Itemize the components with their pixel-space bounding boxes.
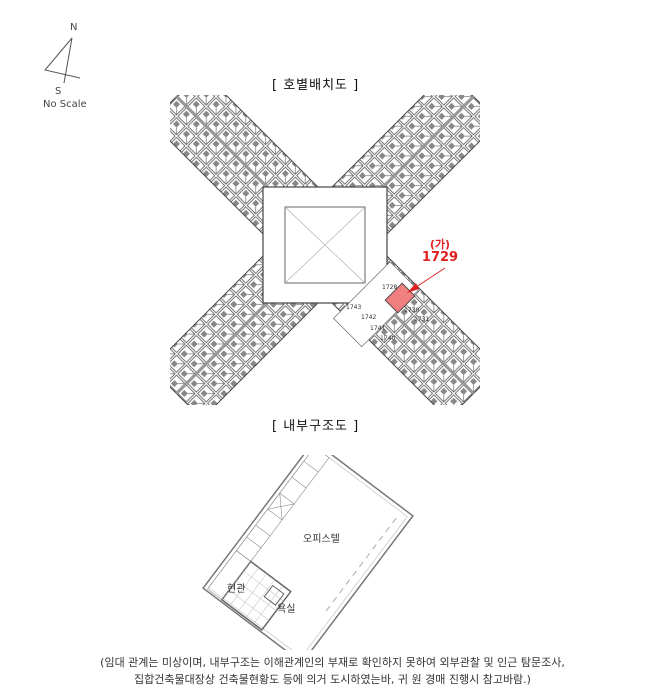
compass-arrow-icon (44, 37, 81, 84)
interior-floor-plan (202, 455, 414, 650)
callout-unit-number: 1729 (421, 250, 459, 265)
scale-note: No Scale (43, 99, 87, 110)
unit-label: 1730 (404, 307, 420, 314)
unit-label: 1743 (346, 304, 362, 311)
unit-label: 1741 (370, 325, 386, 332)
room-label-bathroom: 욕실 (277, 604, 296, 615)
room-label-entrance: 현관 (227, 584, 246, 595)
unit-label: 1731 (414, 316, 430, 323)
compass-north-label: N (70, 22, 78, 33)
footnote: (임대 관계는 미상이며, 내부구조는 이해관계인의 부재로 확인하지 못하여 … (0, 654, 665, 688)
footnote-line-2: 집합건축물대장상 건축물현황도 등에 의거 도시하였는바, 귀 원 경매 진행시… (134, 673, 531, 686)
compass-south-label: S (55, 86, 62, 97)
footnote-line-1: (임대 관계는 미상이며, 내부구조는 이해관계인의 부재로 확인하지 못하여 … (100, 656, 565, 669)
unit-label: 1740 (380, 335, 396, 342)
layout-plan-title: [ 호별배치도 ] (272, 78, 360, 93)
unit-label: 1728 (382, 284, 398, 291)
building-floor-layout (170, 95, 480, 405)
unit-1729-highlight[interactable] (384, 282, 416, 314)
interior-plan-title: [ 내부구조도 ] (272, 419, 360, 434)
callout-label: (가) (429, 238, 451, 251)
unit-label: 1742 (361, 314, 377, 321)
room-label-office: 오피스텔 (303, 534, 340, 545)
